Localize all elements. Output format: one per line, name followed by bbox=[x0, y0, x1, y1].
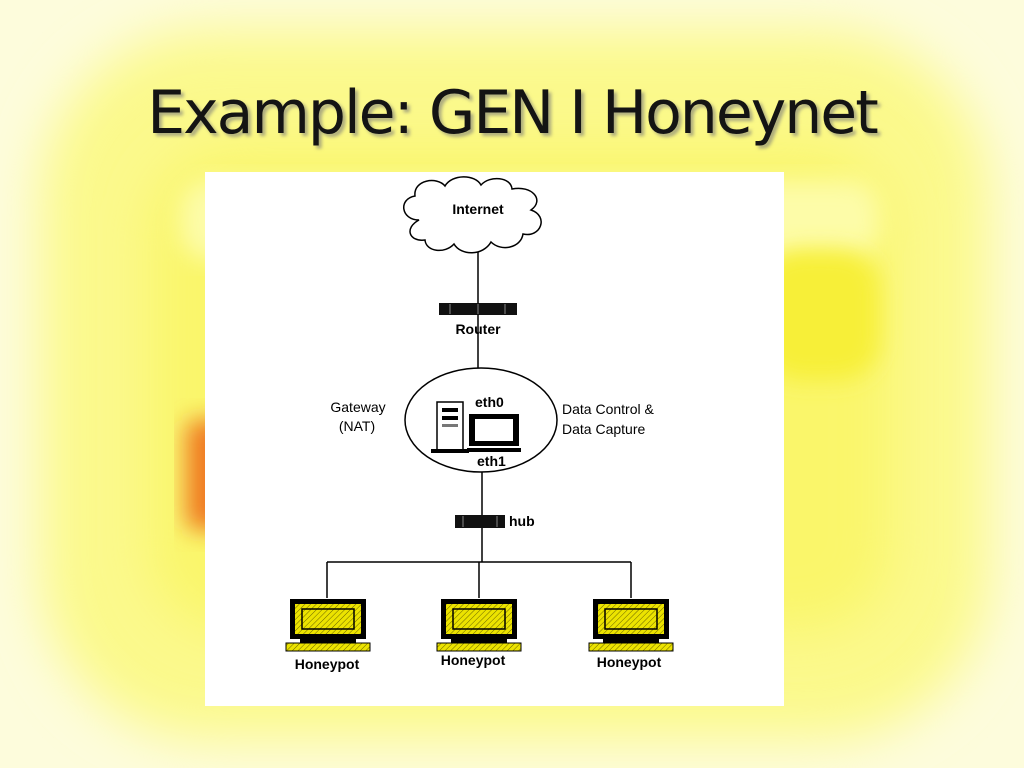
honeypot-icon bbox=[436, 599, 522, 652]
router-label: Router bbox=[455, 321, 501, 337]
nat-label: (NAT) bbox=[339, 418, 375, 434]
connection-lines bbox=[326, 248, 632, 598]
internet-cloud-icon bbox=[403, 176, 542, 254]
honeypot-label-3: Honeypot bbox=[597, 654, 662, 670]
internet-label: Internet bbox=[452, 201, 504, 217]
eth1-label: eth1 bbox=[477, 453, 506, 469]
eth0-label: eth0 bbox=[475, 394, 504, 410]
data-control-label: Data Control & bbox=[562, 401, 654, 417]
monitor-icon bbox=[467, 414, 521, 452]
server-tower-icon bbox=[431, 401, 469, 453]
router-icon bbox=[439, 303, 517, 315]
gateway-label: Gateway bbox=[330, 399, 385, 415]
honeypot-label-2: Honeypot bbox=[441, 652, 506, 668]
hub-icon bbox=[455, 515, 505, 528]
honeypot-label-1: Honeypot bbox=[295, 656, 360, 672]
honeypot-icon bbox=[285, 599, 371, 652]
data-capture-label: Data Capture bbox=[562, 421, 645, 437]
honeypot-icon bbox=[588, 599, 674, 652]
hub-label: hub bbox=[509, 513, 535, 529]
slide-title: Example: GEN I Honeynet bbox=[147, 78, 878, 148]
network-diagram: Internet Router eth0 eth1 Gateway (N bbox=[205, 172, 784, 706]
